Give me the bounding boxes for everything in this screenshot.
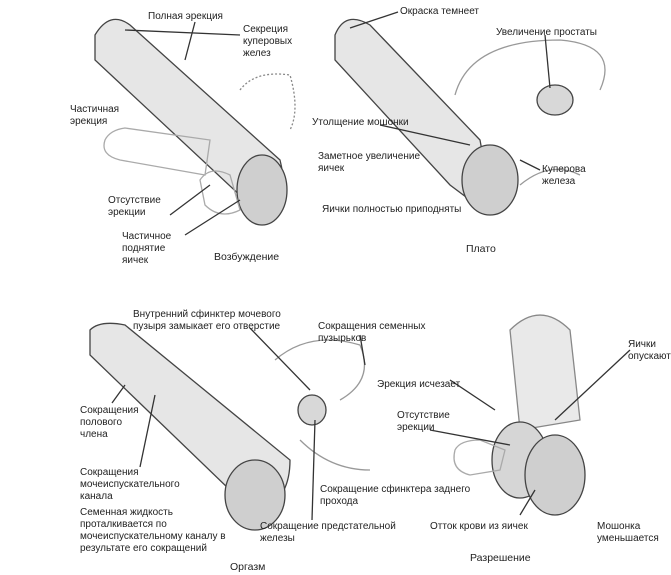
illustration-resolution bbox=[429, 314, 631, 516]
label-no-erection: Отсутствие эрекции bbox=[108, 195, 161, 218]
label-cowper-gland: Куперова железа bbox=[542, 164, 586, 187]
label-scrotum-shrinks: Мошонка уменьшается bbox=[597, 521, 659, 544]
label-full-erection: Полная эрекция bbox=[148, 11, 223, 22]
label-partial-lift: Частичное поднятие яичек bbox=[122, 231, 172, 266]
label-color-darkens: Окраска темнеет bbox=[400, 6, 480, 17]
label-blood-outflow: Отток крови из яичек bbox=[430, 521, 528, 532]
label-partial-erection: Частичная эрекция bbox=[70, 104, 120, 127]
panel-title-plateau: Плато bbox=[466, 243, 496, 255]
label-urethra-contractions: Сокращения мочеиспускательного канала bbox=[80, 467, 180, 502]
label-cowper-secretion: Секреция куперовых желез bbox=[243, 24, 293, 59]
label-anal-sphincter: Сокращение сфинктера заднего прохода bbox=[320, 484, 471, 507]
label-prostate-contraction: Сокращение предстательной железы bbox=[260, 521, 396, 544]
label-semen-propelled: Семенная жидкость проталкивается по моче… bbox=[80, 507, 226, 554]
label-testes-raised: Яички полностью приподняты bbox=[322, 204, 462, 215]
panel-title-orgasm: Оргазм bbox=[230, 561, 266, 573]
label-testes-descend: Яички опускаются bbox=[628, 339, 671, 362]
panel-title-resolution: Разрешение bbox=[470, 552, 531, 564]
label-scrotum-thicken: Утолщение мошонки bbox=[312, 117, 409, 128]
illustration-plateau bbox=[334, 11, 606, 216]
label-penis-contractions: Сокращения полового члена bbox=[80, 405, 139, 440]
label-testes-enlarge: Заметное увеличение яичек bbox=[318, 151, 421, 174]
label-erection-fades: Эрекция исчезает bbox=[377, 379, 461, 390]
illustration-orgasm bbox=[89, 322, 371, 531]
label-no-erection-resolution: Отсутствие эрекции bbox=[397, 410, 450, 433]
label-internal-sphincter: Внутренний сфинктер мочевого пузыря замы… bbox=[133, 309, 281, 332]
label-prostate-enlarge: Увеличение простаты bbox=[496, 27, 597, 38]
panel-title-arousal: Возбуждение bbox=[214, 251, 280, 263]
illustration-arousal bbox=[94, 18, 296, 236]
label-seminal-vesicles: Сокращения семенных пузырьков bbox=[318, 321, 426, 344]
